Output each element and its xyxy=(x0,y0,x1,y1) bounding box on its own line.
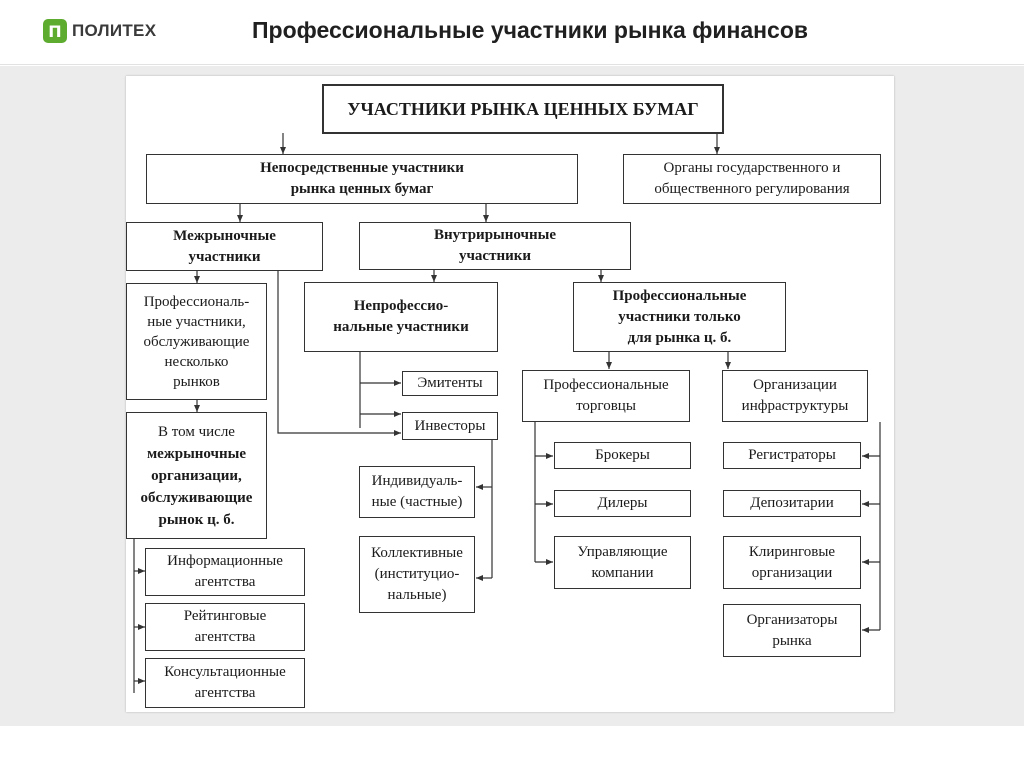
box-brokers: Брокеры xyxy=(554,442,691,469)
box-market-organizers: Организаторы рынка xyxy=(723,604,861,657)
box-consulting-agencies: Консультационные агентства xyxy=(145,658,305,708)
box-intramarket: Внутрирыночные участники xyxy=(359,222,631,270)
box-rating-agencies: Рейтинговые агентства xyxy=(145,603,305,651)
logo-mark-icon: П xyxy=(43,19,67,43)
header-bar: П ПОЛИТЕХ Профессиональные участники рын… xyxy=(0,0,1024,65)
box-investors: Инвесторы xyxy=(402,412,498,440)
box-depositories: Депозитарии xyxy=(723,490,861,517)
box-regulators: Органы государственного и общественного … xyxy=(623,154,881,204)
box-issuers: Эмитенты xyxy=(402,371,498,396)
diagram-connectors xyxy=(133,133,881,693)
box-collective-investors: Коллективные (институцио- нальные) xyxy=(359,536,475,613)
box-infrastructure: Организации инфраструктуры xyxy=(722,370,868,422)
box-clearing-organizations: Клиринговые организации xyxy=(723,536,861,589)
footer-strip xyxy=(0,726,1024,767)
arrow-inter-investors xyxy=(277,271,401,436)
box-intermarket: Межрыночные участники xyxy=(126,222,323,271)
page-title: Профессиональные участники рынка финансо… xyxy=(252,17,809,43)
box-prof-multi-market: Профессиональ- ные участники, обслуживаю… xyxy=(126,283,267,400)
box-including-intermarket: В том числе межрыночные организации, обс… xyxy=(126,412,267,539)
box-dealers: Дилеры xyxy=(554,490,691,517)
box-management-companies: Управляющие компании xyxy=(554,536,691,589)
diagram-panel: УЧАСТНИКИ РЫНКА ЦЕННЫХ БУМАГ Непосредств… xyxy=(126,76,894,712)
box-root: УЧАСТНИКИ РЫНКА ЦЕННЫХ БУМАГ xyxy=(322,84,724,134)
box-registrars: Регистраторы xyxy=(723,442,861,469)
logo-text: ПОЛИТЕХ xyxy=(72,21,157,40)
box-direct-participants: Непосредственные участники рынка ценных … xyxy=(146,154,578,204)
logo: П ПОЛИТЕХ xyxy=(43,18,156,44)
box-prof-only-securities: Профессиональные участники только для ры… xyxy=(573,282,786,352)
box-individual-investors: Индивидуаль- ные (частные) xyxy=(359,466,475,518)
box-prof-traders: Профессиональные торговцы xyxy=(522,370,690,422)
box-info-agencies: Информационные агентства xyxy=(145,548,305,596)
including-bold-text: межрыночные организации, обслуживающие р… xyxy=(140,445,253,528)
box-nonprofessional: Непрофессио- нальные участники xyxy=(304,282,498,352)
including-prefix: В том числе xyxy=(158,423,235,440)
